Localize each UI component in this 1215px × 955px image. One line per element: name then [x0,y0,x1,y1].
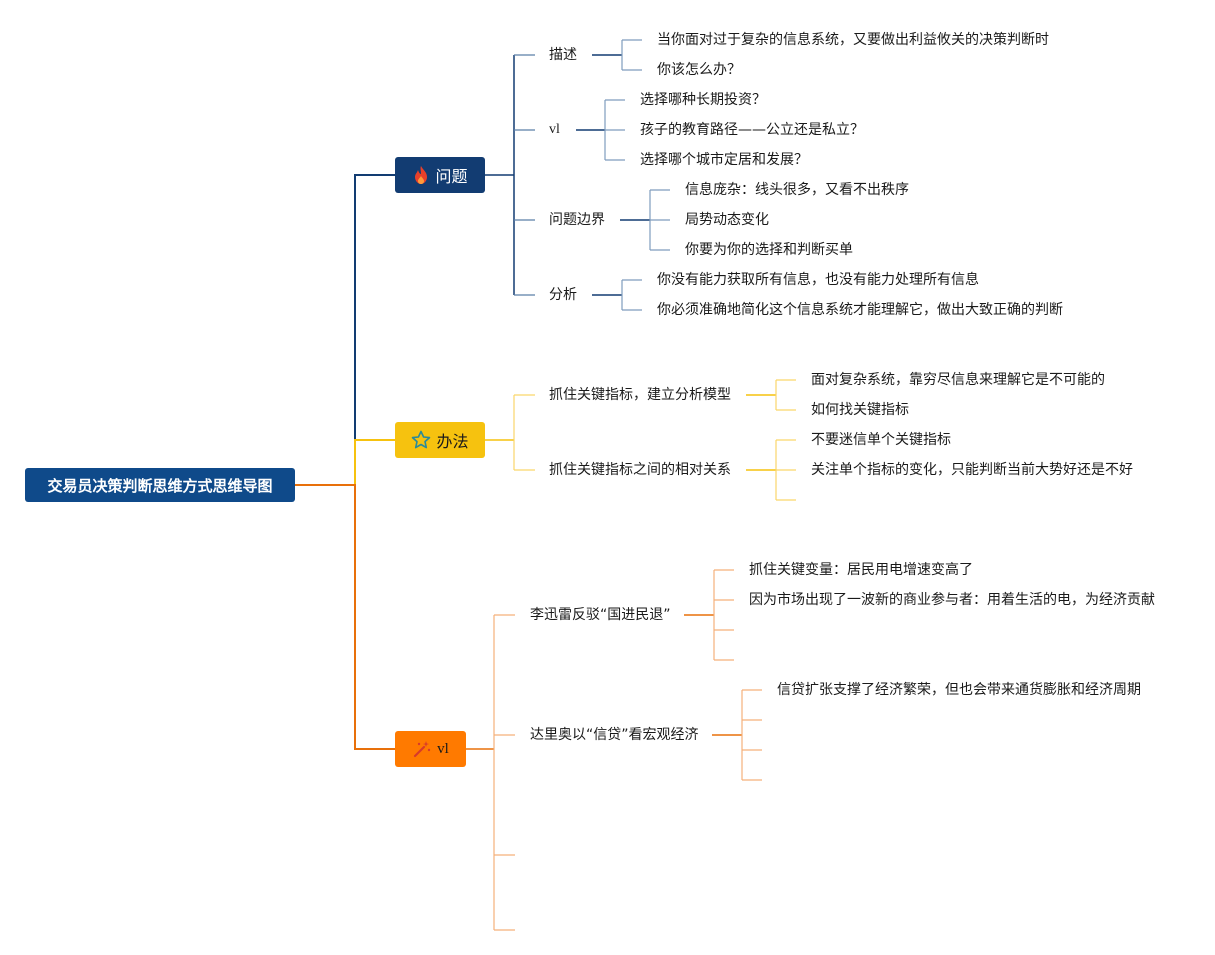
leaf-topic[interactable]: 你该怎么办？ [657,62,741,78]
subtopic[interactable]: 李迅雷反驳“国进民退” [530,607,671,623]
leaf-topic[interactable]: 你必须准确地简化这个信息系统才能理解它，做出大致正确的判断 [657,302,1063,318]
leaf-topic[interactable]: 如何找关键指标 [811,402,909,418]
subtopic-problem-boundary[interactable]: 问题边界 [549,212,605,228]
leaf-topic[interactable]: 选择哪种长期投资？ [640,92,766,108]
leaf-topic[interactable]: 你要为你的选择和判断买单 [685,242,853,258]
branch-topic-vl[interactable]: vl [395,731,466,767]
leaf-topic[interactable]: 选择哪个城市定居和发展？ [640,152,808,168]
star-icon [411,430,431,450]
branch-topic-label: vl [437,740,449,757]
subtopic[interactable]: 达里奥以“信贷”看宏观经济 [530,727,699,743]
leaf-topic[interactable]: 抓住关键变量：居民用电增速变高了 [749,562,973,578]
leaf-topic[interactable]: 不要迷信单个关键指标 [811,432,951,448]
leaf-topic[interactable]: 信贷扩张支撑了经济繁荣，但也会带来通货膨胀和经济周期 [777,682,1141,698]
leaf-topic[interactable]: 面对复杂系统，靠穷尽信息来理解它是不可能的 [811,372,1105,388]
flame-icon [412,165,430,185]
root-topic[interactable]: 交易员决策判断思维方式思维导图 [25,468,295,502]
root-topic-label: 交易员决策判断思维方式思维导图 [47,476,273,495]
leaf-topic[interactable]: 你没有能力获取所有信息，也没有能力处理所有信息 [657,272,979,288]
leaf-topic[interactable]: 局势动态变化 [685,212,769,228]
leaf-topic[interactable]: 关注单个指标的变化，只能判断当前大势好还是不好 [811,462,1133,478]
branch-topic-problem[interactable]: 问题 [395,157,485,193]
subtopic[interactable]: 抓住关键指标之间的相对关系 [549,462,731,478]
branch-topic-method[interactable]: 办法 [395,422,485,458]
subtopic-analysis[interactable]: 分析 [549,287,577,303]
branch-topic-label: 办法 [436,432,469,451]
leaf-topic[interactable]: 因为市场出现了一波新的商业参与者：用着生活的电，为经济贡献 [749,592,1155,608]
leaf-topic[interactable]: 信息庞杂：线头很多，又看不出秩序 [685,182,909,198]
subtopic-vl[interactable]: vl [549,122,560,137]
leaf-topic[interactable]: 当你面对过于复杂的信息系统，又要做出利益攸关的决策判断时 [657,32,1049,48]
branch-topic-label: 问题 [435,167,468,186]
subtopic[interactable]: 抓住关键指标，建立分析模型 [549,387,731,403]
subtopic-description[interactable]: 描述 [549,47,577,63]
leaf-topic[interactable]: 孩子的教育路径——公立还是私立？ [640,122,864,138]
magic-wand-icon [412,739,432,759]
